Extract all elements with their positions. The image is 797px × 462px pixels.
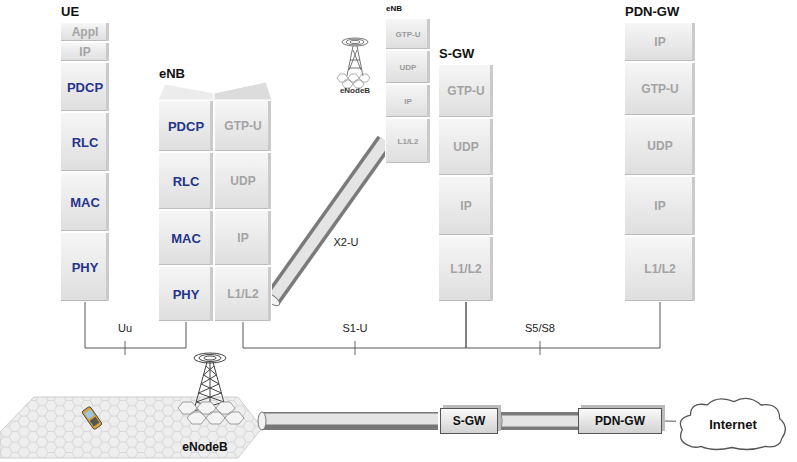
interface-label: S1-U (340, 322, 369, 334)
protocol-layer: MAC (60, 172, 110, 232)
tower-base-cells (178, 402, 244, 424)
layer-label: GTP-U (447, 84, 484, 98)
layer-label: L1/L2 (644, 262, 675, 276)
protocol-layer: GTP-U (214, 100, 272, 152)
coverage-ground (0, 397, 262, 458)
interface-line (662, 421, 676, 422)
gateway-box: PDN-GW (578, 408, 662, 434)
protocol-layer: GTP-U (438, 64, 494, 118)
protocol-layer: IP (438, 176, 494, 236)
small-tower (337, 38, 370, 88)
interface-line (243, 302, 466, 348)
layer-label: RLC (173, 174, 200, 189)
layer-label: UDP (647, 139, 672, 153)
protocol-layer: PDCP (158, 100, 214, 152)
protocol-stack: S-GW GTP-U UDP IP L1/L2 (438, 46, 494, 302)
layer-label: UDP (400, 63, 417, 72)
protocol-layer: UDP (385, 50, 431, 84)
interface-line (466, 302, 660, 348)
protocol-layer: IP (385, 84, 431, 118)
tube-link (498, 412, 578, 430)
protocol-layer: PHY (158, 266, 214, 322)
layer-label: L1/L2 (398, 137, 419, 146)
protocol-layer: IP (624, 22, 696, 62)
interface-label: S5/S8 (523, 322, 557, 334)
layer-label: PDCP (67, 80, 103, 95)
protocol-layer: IP (214, 210, 272, 266)
stack-heading: PDN-GW (625, 4, 679, 19)
layer-label: RLC (72, 135, 99, 150)
roof-face (158, 84, 214, 100)
protocol-stack: eNB PDCP GTP-U RLC UDP MAC IP PHY L1/L2 (158, 66, 272, 322)
protocol-stack: UE ApplIP PDCP RLC MAC PHY (60, 4, 110, 302)
protocol-layer: GTP-U (385, 18, 431, 50)
layer-label: UDP (230, 174, 255, 188)
protocol-layer: Appl (60, 22, 110, 42)
protocol-layer: L1/L2 (624, 236, 696, 302)
tower-label: eNodeB (182, 440, 227, 454)
layer-label: GTP-U (224, 119, 261, 133)
layer-label: IP (404, 97, 412, 106)
protocol-layer: RLC (60, 112, 110, 172)
layer-label: L1/L2 (450, 262, 481, 276)
protocol-layer: PDCP (60, 62, 110, 112)
protocol-layer: RLC (158, 152, 214, 210)
backhaul-tube (258, 412, 438, 430)
tube-highlight (498, 416, 578, 427)
protocol-layer: L1/L2 (214, 266, 272, 322)
protocol-layer: UDP (438, 118, 494, 176)
protocol-layer: L1/L2 (438, 236, 494, 302)
layer-label: PHY (173, 287, 200, 302)
layer-label: GTP-U (396, 30, 421, 39)
tower-label: eNodeB (340, 86, 370, 95)
protocol-stack: eNB GTP-U UDP IP L1/L2 (385, 4, 431, 164)
layer-label: MAC (70, 195, 100, 210)
interface-label: Uu (116, 322, 134, 334)
roof-face (214, 82, 272, 100)
coverage-cells (0, 397, 262, 458)
protocol-layer: IP (624, 176, 696, 236)
layer-label: IP (79, 45, 90, 59)
phone-icon (82, 406, 103, 430)
layer-label: PDN-GW (595, 414, 645, 428)
protocol-layer: PHY (60, 232, 110, 302)
protocol-stack: PDN-GW IP GTP-U UDP IP L1/L2 (624, 4, 696, 302)
stack-heading: UE (61, 4, 79, 19)
protocol-layer: MAC (158, 210, 214, 266)
layer-label: IP (237, 231, 248, 245)
layer-label: L1/L2 (227, 287, 258, 301)
layer-label: PDCP (168, 119, 204, 134)
layer-label: MAC (171, 231, 201, 246)
layer-label: IP (654, 35, 665, 49)
gateway-box: S-GW (440, 408, 498, 434)
layer-label: IP (460, 199, 471, 213)
stack-heading: eNB (159, 66, 185, 81)
protocol-layer: UDP (624, 116, 696, 176)
protocol-layer: L1/L2 (385, 118, 431, 164)
stack-heading: S-GW (439, 46, 474, 61)
cloud-label: Internet (709, 417, 757, 432)
layer-label: UDP (453, 140, 478, 154)
protocol-layer: UDP (214, 152, 272, 210)
layer-label: S-GW (453, 414, 486, 428)
tube-link (272, 141, 385, 300)
protocol-layer: GTP-U (624, 62, 696, 116)
interface-label: X2-U (331, 236, 360, 248)
stack-heading: eNB (386, 4, 402, 13)
tube-highlight (272, 141, 385, 300)
internet-cloud: Internet (676, 396, 790, 452)
protocol-layer: IP (60, 42, 110, 62)
layer-label: PHY (72, 260, 99, 275)
layer-label: IP (654, 199, 665, 213)
layer-label: Appl (72, 25, 99, 39)
layer-label: GTP-U (641, 82, 678, 96)
